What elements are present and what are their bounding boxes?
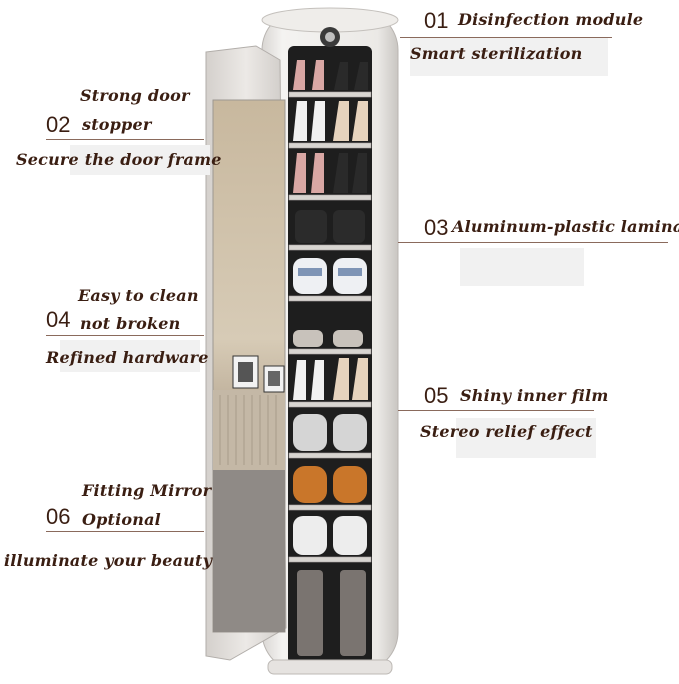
callout-leader-line: [46, 531, 204, 532]
callout-subtitle: Smart sterilization: [410, 44, 583, 63]
callout-subtitle: illuminate your beauty: [4, 551, 213, 570]
callout-04-backdrop: [60, 340, 200, 372]
callout-leader-line: [398, 242, 668, 243]
callout-number: 01: [424, 8, 449, 33]
cabinet-base: [267, 659, 393, 675]
callout-line2: not broken: [80, 314, 181, 333]
callout-subtitle: Secure the door frame: [16, 150, 222, 169]
callout-leader-line: [398, 410, 594, 411]
callout-leader-line: [400, 37, 612, 38]
callout-title: Shiny inner film: [460, 386, 609, 405]
callout-line2: Optional: [82, 510, 161, 529]
mirror-door: [205, 45, 287, 661]
callout-line1: Fitting Mirror: [82, 481, 212, 500]
callout-line2: stopper: [82, 115, 152, 134]
callout-number: 03: [424, 215, 449, 240]
shelves: [288, 91, 372, 563]
callout-leader-line: [46, 335, 204, 336]
callout-number: 06: [46, 504, 71, 529]
callout-subtitle: Refined hardware: [46, 348, 209, 367]
callout-line1: Strong door: [80, 86, 190, 105]
callout-number: 04: [46, 307, 71, 332]
callout-number: 02: [46, 112, 71, 137]
callout-02-backdrop: [70, 145, 210, 175]
callout-01-backdrop: [410, 38, 608, 76]
callout-05-backdrop: [456, 418, 596, 458]
callout-title: Disinfection module: [458, 10, 644, 29]
shoes: [293, 60, 368, 656]
callout-title: Aluminum-plastic laminate: [452, 217, 679, 236]
callout-leader-line: [46, 139, 204, 140]
callout-number: 05: [424, 383, 449, 408]
callout-03-backdrop: [460, 248, 584, 286]
callout-line1: Easy to clean: [78, 286, 199, 305]
callout-subtitle: Stereo relief effect: [420, 422, 593, 441]
